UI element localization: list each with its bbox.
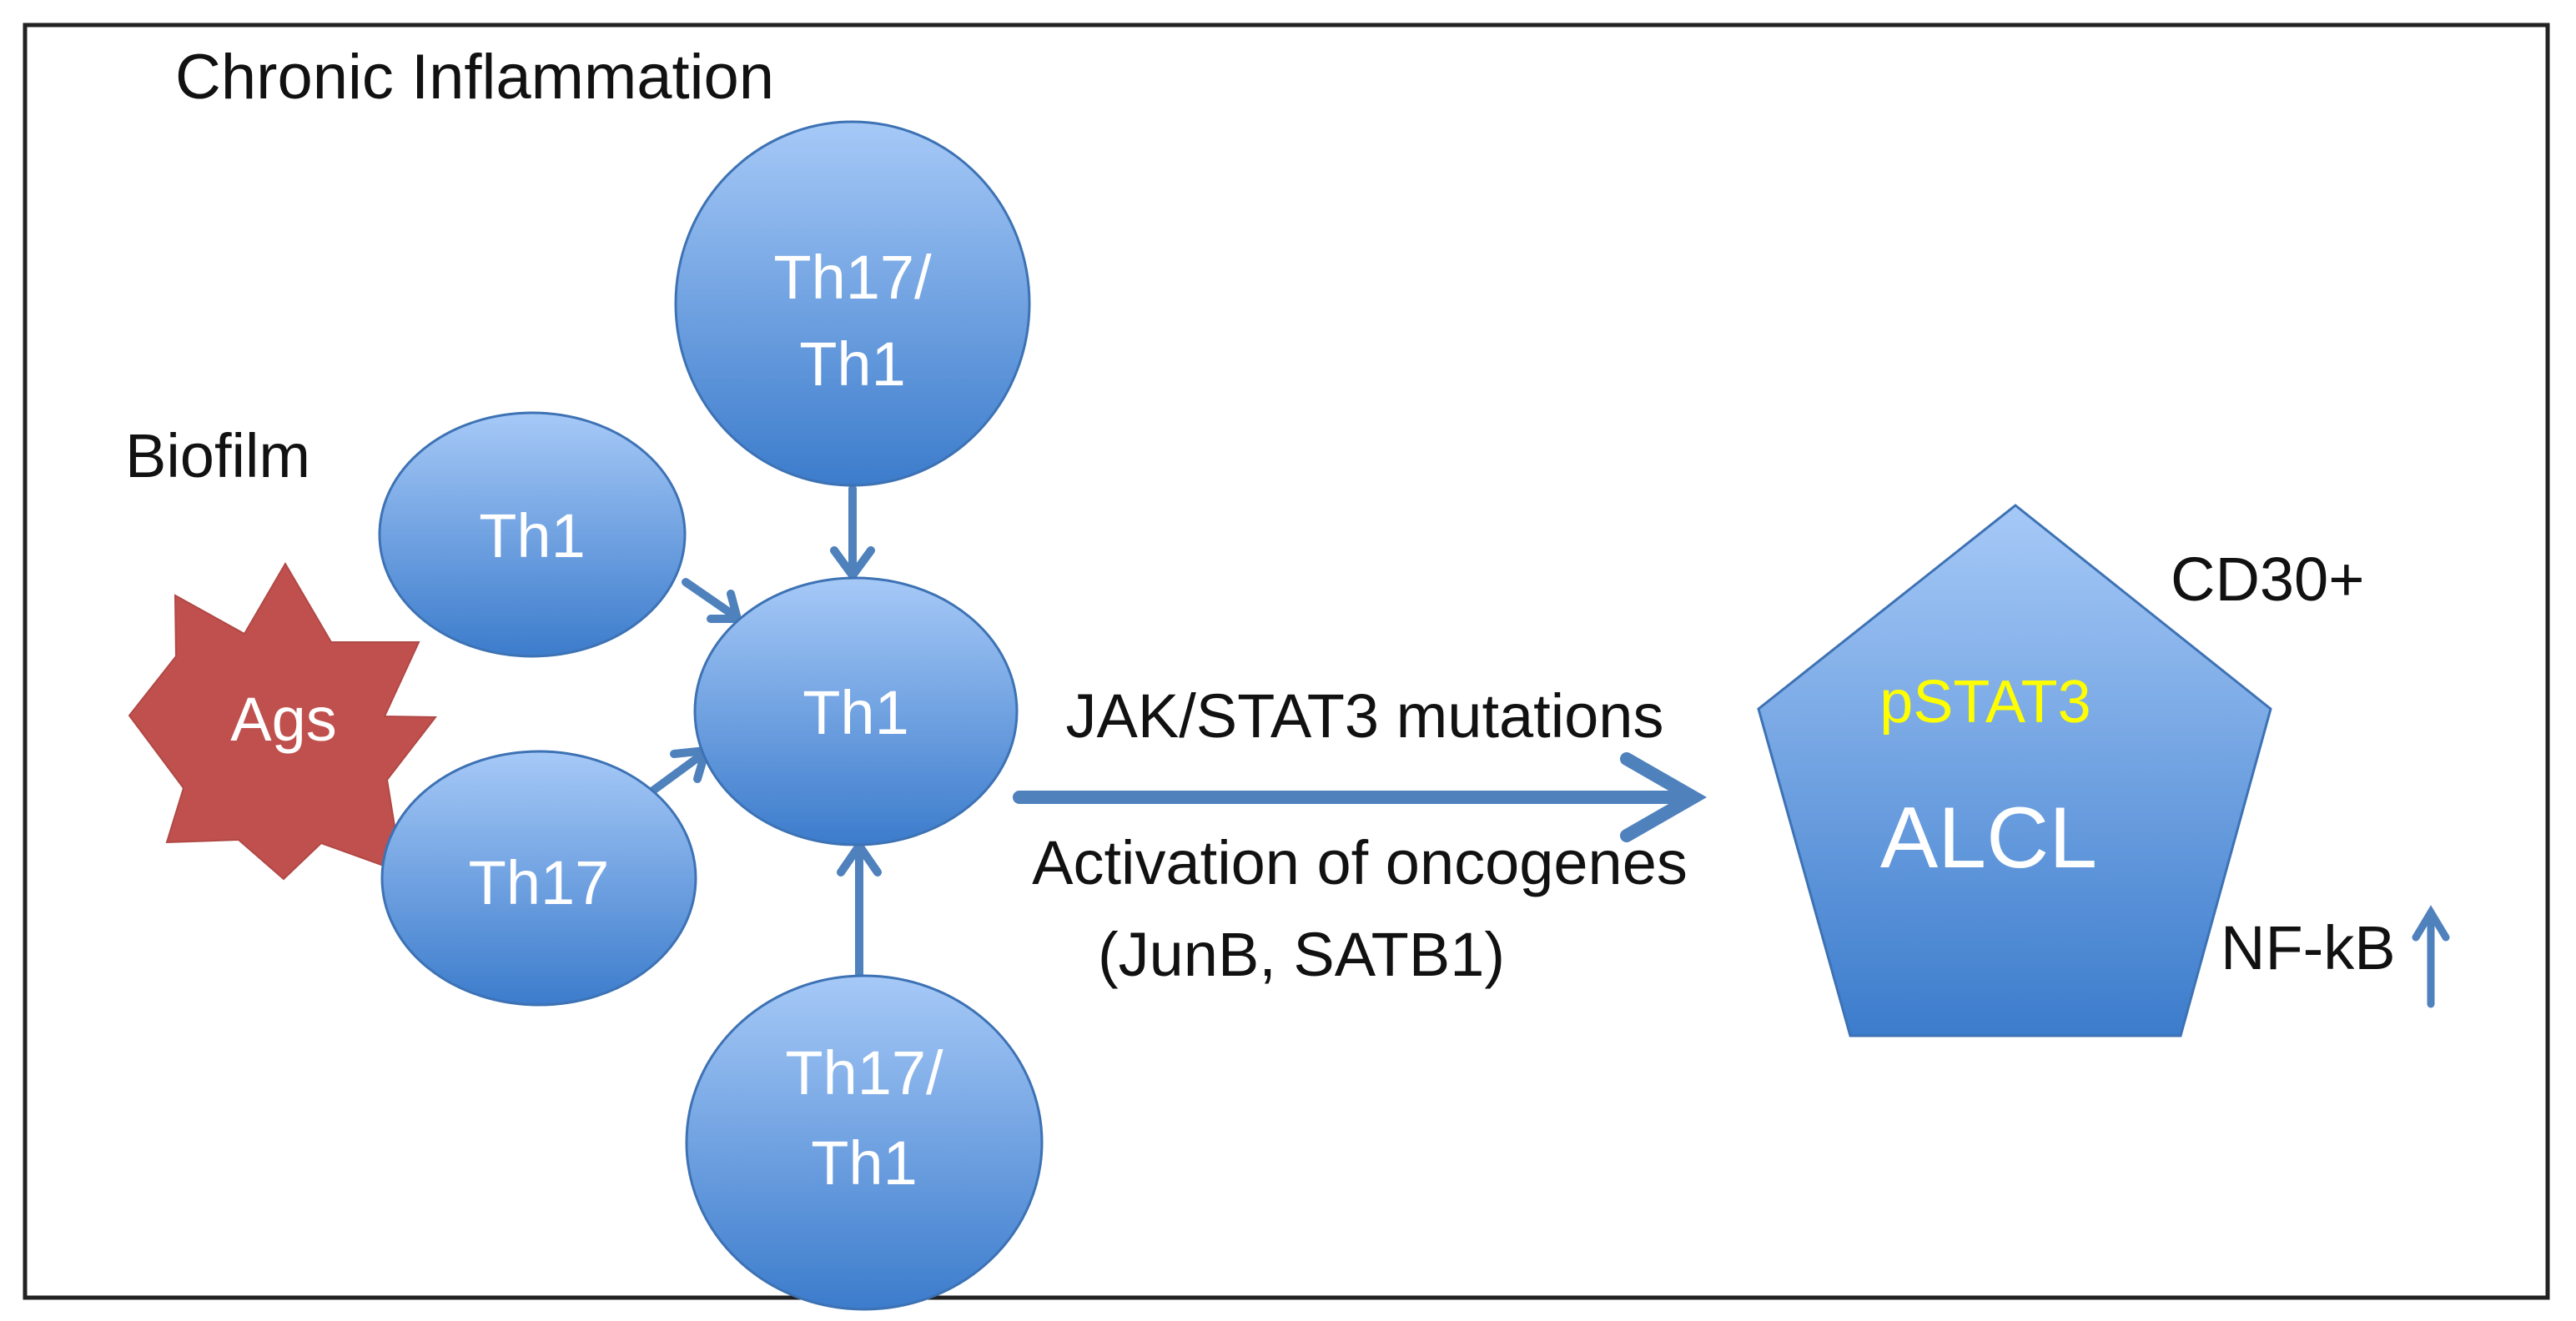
nfkb-label: NF-kB xyxy=(2221,913,2396,982)
arrow-top-to-center-head xyxy=(830,546,875,583)
title: Chronic Inflammation xyxy=(175,42,774,113)
transition-label-below-2: (JunB, SATB1) xyxy=(1098,920,1505,989)
ags-star: Ags xyxy=(128,562,438,881)
up-arrow-head xyxy=(2412,905,2450,942)
node-th1-center: Th1 xyxy=(693,576,1019,846)
node-th17th1-top: Th17/ Th1 xyxy=(674,120,1031,487)
alcl-label: ALCL xyxy=(1880,790,2097,887)
up-arrow-icon xyxy=(2412,905,2450,1008)
transition-arrow-head xyxy=(1620,752,1708,842)
node-th17th1-top-shape xyxy=(674,120,1031,487)
alcl-pentagon: pSTAT3 ALCL xyxy=(1757,504,2272,1037)
pstat3-label: pSTAT3 xyxy=(1879,669,2090,736)
arrow-th1-to-center-head xyxy=(707,590,743,623)
node-th17th1-top-line1: Th17/ xyxy=(773,243,932,312)
node-th17th1-bottom-line1: Th17/ xyxy=(785,1038,943,1108)
node-th17th1-bottom: Th17/ Th1 xyxy=(685,974,1044,1311)
node-th17-lower-left-shape xyxy=(380,750,697,1007)
node-th1-center-shape xyxy=(693,576,1019,846)
alcl-pentagon-shape xyxy=(1757,504,2272,1037)
transition-label-below-1: Activation of oncogenes xyxy=(1032,828,1688,897)
transition-arrow xyxy=(1013,752,1708,842)
node-th1-upper-left-label: Th1 xyxy=(479,501,586,570)
node-th17-lower-left: Th17 xyxy=(380,750,697,1007)
arrow-th1-to-center xyxy=(682,578,738,620)
biofilm-label: Biofilm xyxy=(125,421,310,490)
ags-star-shape xyxy=(128,562,438,881)
cd30-label: CD30+ xyxy=(2171,545,2364,614)
node-th17th1-bottom-shape xyxy=(685,974,1044,1311)
ags-label: Ags xyxy=(230,685,337,754)
node-th1-upper-left-shape xyxy=(378,411,687,658)
node-th17th1-bottom-line2: Th1 xyxy=(811,1128,918,1198)
node-th17th1-top-line2: Th1 xyxy=(799,329,906,399)
node-th17-lower-left-label: Th17 xyxy=(469,848,610,917)
arrow-th17-to-center xyxy=(647,751,705,796)
transition-label-above: JAK/STAT3 mutations xyxy=(1066,681,1664,751)
node-th1-center-label: Th1 xyxy=(802,678,909,747)
node-th1-upper-left: Th1 xyxy=(378,411,687,658)
